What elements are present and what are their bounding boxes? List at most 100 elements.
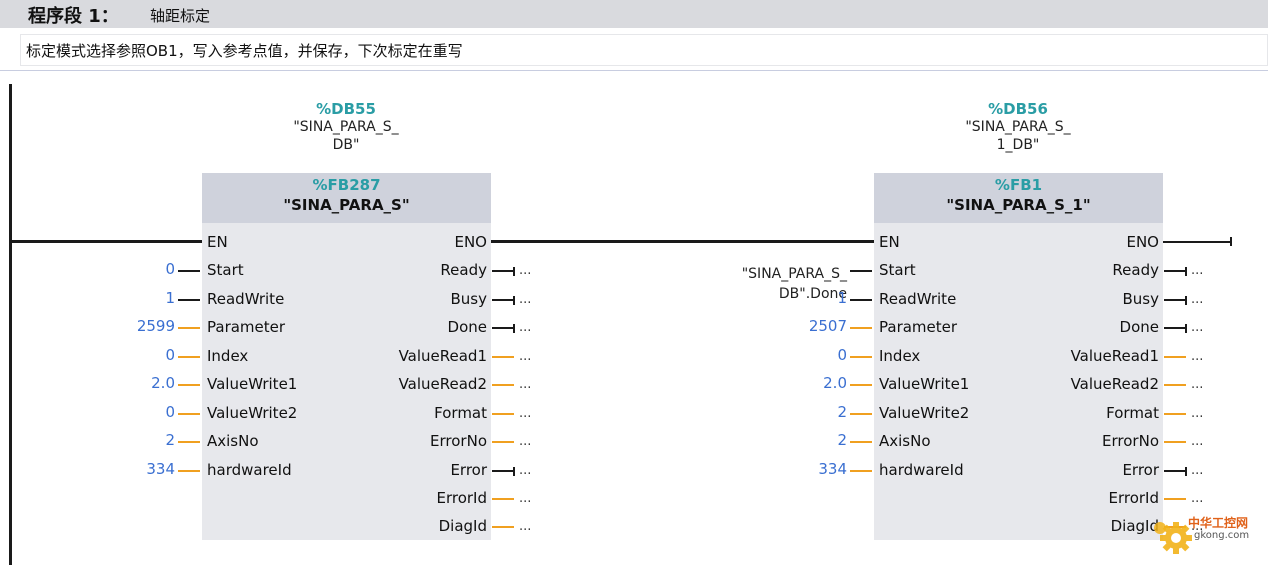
input-value-index[interactable]: 0 [837, 346, 847, 364]
input-wire-valuewrite1 [850, 384, 872, 386]
output-pin-errorno: ErrorNo [430, 432, 487, 450]
input-pin-valuewrite2: ValueWrite2 [879, 404, 970, 422]
input-wire-axisno [850, 441, 872, 443]
input-pin-readwrite: ReadWrite [207, 290, 285, 308]
input-wire-readwrite [850, 299, 872, 301]
function-block-2[interactable]: %FB1 "SINA_PARA_S_1" [874, 173, 1163, 540]
unconnected-marker[interactable]: ... [519, 349, 532, 364]
en-wire-1 [12, 240, 202, 243]
unconnected-marker[interactable]: ... [519, 292, 532, 307]
eno-wire-2 [1163, 241, 1231, 243]
unconnected-marker[interactable]: ... [519, 519, 532, 534]
unconnected-marker[interactable]: ... [519, 377, 532, 392]
input-value-parameter[interactable]: 2599 [136, 317, 175, 335]
db-name-1b: DB" [332, 137, 360, 153]
output-pin-error: Error [1122, 461, 1159, 479]
output-wire-ready [492, 270, 514, 272]
function-block-1[interactable]: %FB287 "SINA_PARA_S" [202, 173, 491, 540]
unconnected-marker[interactable]: ... [1191, 377, 1204, 392]
output-wire-error [492, 470, 514, 472]
output-wire-done [1164, 327, 1186, 329]
input-value-readwrite[interactable]: 1 [165, 289, 175, 307]
input-wire-start [850, 270, 872, 272]
output-wire-done [492, 327, 514, 329]
unconnected-marker[interactable]: ... [519, 491, 532, 506]
power-rail [9, 84, 12, 565]
output-wire-errorid [1164, 498, 1186, 500]
output-wire-busy [492, 299, 514, 301]
fb-header-1: %FB287 "SINA_PARA_S" [202, 173, 491, 223]
input-value-valuewrite2[interactable]: 0 [165, 403, 175, 421]
input-wire-start [178, 270, 200, 272]
unconnected-marker[interactable]: ... [1191, 519, 1204, 534]
unconnected-marker[interactable]: ... [1191, 320, 1204, 335]
unconnected-marker[interactable]: ... [1191, 263, 1204, 278]
unconnected-marker[interactable]: ... [1191, 491, 1204, 506]
input-pin-readwrite: ReadWrite [879, 290, 957, 308]
unconnected-marker[interactable]: ... [1191, 434, 1204, 449]
output-pin-ready: Ready [440, 261, 487, 279]
input-value-start[interactable]: 0 [165, 260, 175, 278]
output-pin-eno: ENO [454, 233, 487, 251]
output-tick-busy [1185, 296, 1187, 305]
input-value-valuewrite1[interactable]: 2.0 [823, 374, 847, 392]
unconnected-marker[interactable]: ... [1191, 406, 1204, 421]
output-wire-error [1164, 470, 1186, 472]
db-number-1: %DB55 [316, 100, 376, 118]
db-number-2: %DB56 [988, 100, 1048, 118]
fb-number-1: %FB287 [312, 176, 381, 194]
eno-to-en-wire [491, 240, 874, 243]
input-wire-valuewrite2 [178, 413, 200, 415]
segment-comment[interactable]: 标定模式选择参照OB1，写入参考点值，并保存，下次标定在重写 [20, 34, 1268, 66]
input-value-axisno[interactable]: 2 [165, 431, 175, 449]
output-wire-format [492, 413, 514, 415]
output-pin-valueread1: ValueRead1 [1070, 347, 1159, 365]
output-wire-valueread1 [1164, 356, 1186, 358]
input-value-hardwareid[interactable]: 334 [146, 460, 175, 478]
segment-header[interactable]: 程序段 1： 轴距标定 [0, 0, 1268, 28]
output-pin-errorno: ErrorNo [1102, 432, 1159, 450]
input-value-valuewrite1[interactable]: 2.0 [151, 374, 175, 392]
input-pin-valuewrite1: ValueWrite1 [879, 375, 970, 393]
output-pin-diagid: DiagId [438, 517, 487, 535]
unconnected-marker[interactable]: ... [519, 434, 532, 449]
unconnected-marker[interactable]: ... [519, 320, 532, 335]
start-operand-2[interactable]: "SINA_PARA_S_ DB".Done [700, 264, 847, 304]
input-value-hardwareid[interactable]: 334 [818, 460, 847, 478]
input-pin-en: EN [207, 233, 228, 251]
start-operand-2b: DB".Done [778, 286, 847, 302]
output-pin-format: Format [434, 404, 487, 422]
instance-db-1[interactable]: %DB55 "SINA_PARA_S_ DB" [246, 100, 446, 154]
unconnected-marker[interactable]: ... [1191, 349, 1204, 364]
output-wire-errorid [492, 498, 514, 500]
unconnected-marker[interactable]: ... [519, 406, 532, 421]
watermark-logo: 中华工控网 gkong.com [1140, 510, 1265, 560]
watermark-text-2: gkong.com [1194, 530, 1249, 541]
unconnected-marker[interactable]: ... [1191, 463, 1204, 478]
input-value-parameter[interactable]: 2507 [808, 317, 847, 335]
input-pin-index: Index [207, 347, 249, 365]
unconnected-marker[interactable]: ... [519, 263, 532, 278]
output-pin-busy: Busy [1122, 290, 1160, 308]
instance-db-2[interactable]: %DB56 "SINA_PARA_S_ 1_DB" [918, 100, 1118, 154]
input-wire-hardwareid [850, 470, 872, 472]
output-pin-eno: ENO [1126, 233, 1159, 251]
unconnected-marker[interactable]: ... [519, 463, 532, 478]
output-wire-format [1164, 413, 1186, 415]
input-value-readwrite[interactable]: 1 [837, 289, 847, 307]
output-wire-ready [1164, 270, 1186, 272]
input-value-valuewrite2[interactable]: 2 [837, 403, 847, 421]
unconnected-marker[interactable]: ... [1191, 292, 1204, 307]
output-pin-valueread1: ValueRead1 [398, 347, 487, 365]
input-pin-start: Start [207, 261, 244, 279]
output-wire-diagid [492, 526, 514, 528]
output-pin-ready: Ready [1112, 261, 1159, 279]
output-pin-valueread2: ValueRead2 [398, 375, 487, 393]
start-operand-2a: "SINA_PARA_S_ [741, 266, 847, 282]
input-value-index[interactable]: 0 [165, 346, 175, 364]
input-pin-start: Start [879, 261, 916, 279]
input-pin-parameter: Parameter [207, 318, 286, 336]
output-wire-errorno [492, 441, 514, 443]
output-pin-done: Done [1119, 318, 1159, 336]
input-value-axisno[interactable]: 2 [837, 431, 847, 449]
